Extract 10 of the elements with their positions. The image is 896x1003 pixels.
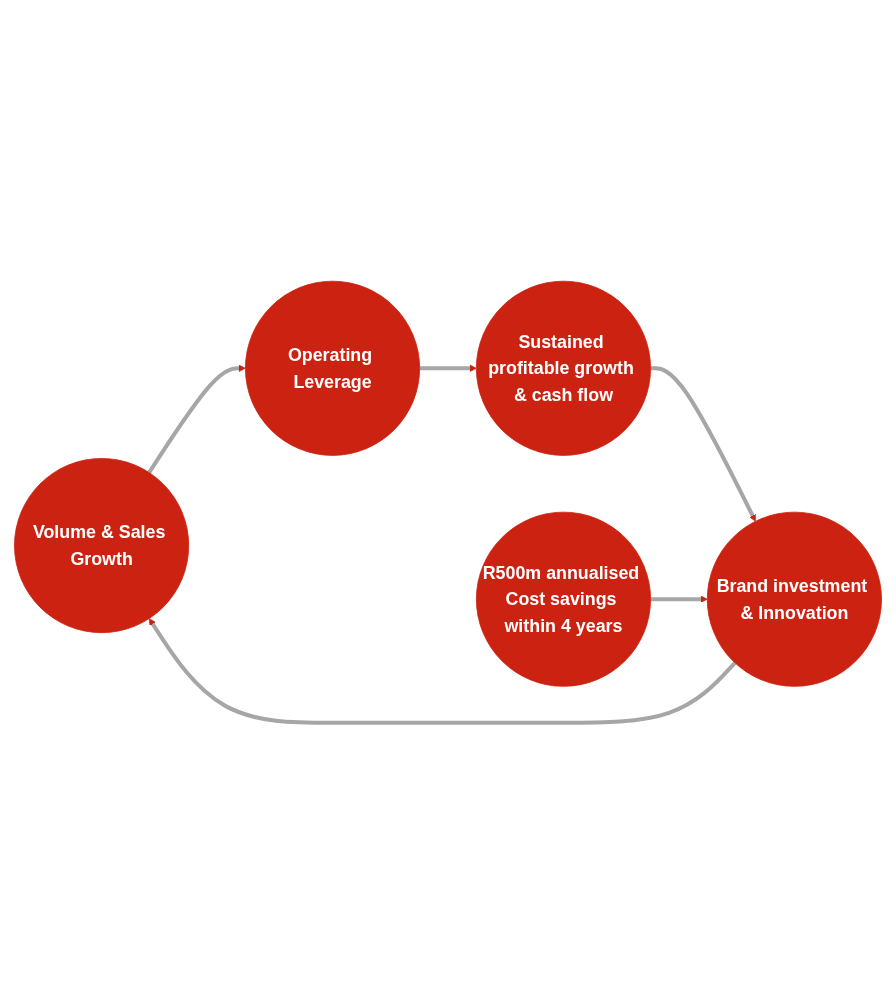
node-circle: Operating Leverage bbox=[245, 280, 421, 456]
arrow bbox=[650, 595, 708, 603]
arrow bbox=[148, 617, 737, 725]
arrow bbox=[147, 364, 246, 474]
arrow bbox=[419, 364, 477, 372]
node-circle: Brand investment & Innovation bbox=[706, 511, 882, 687]
node-circle: R500m annualised Cost savings within 4 years bbox=[475, 511, 651, 687]
node-circle: Sustained profitable growth & cash flow bbox=[475, 280, 651, 456]
node-circle: Volume & Sales Growth bbox=[14, 457, 190, 633]
arrow bbox=[650, 365, 756, 522]
